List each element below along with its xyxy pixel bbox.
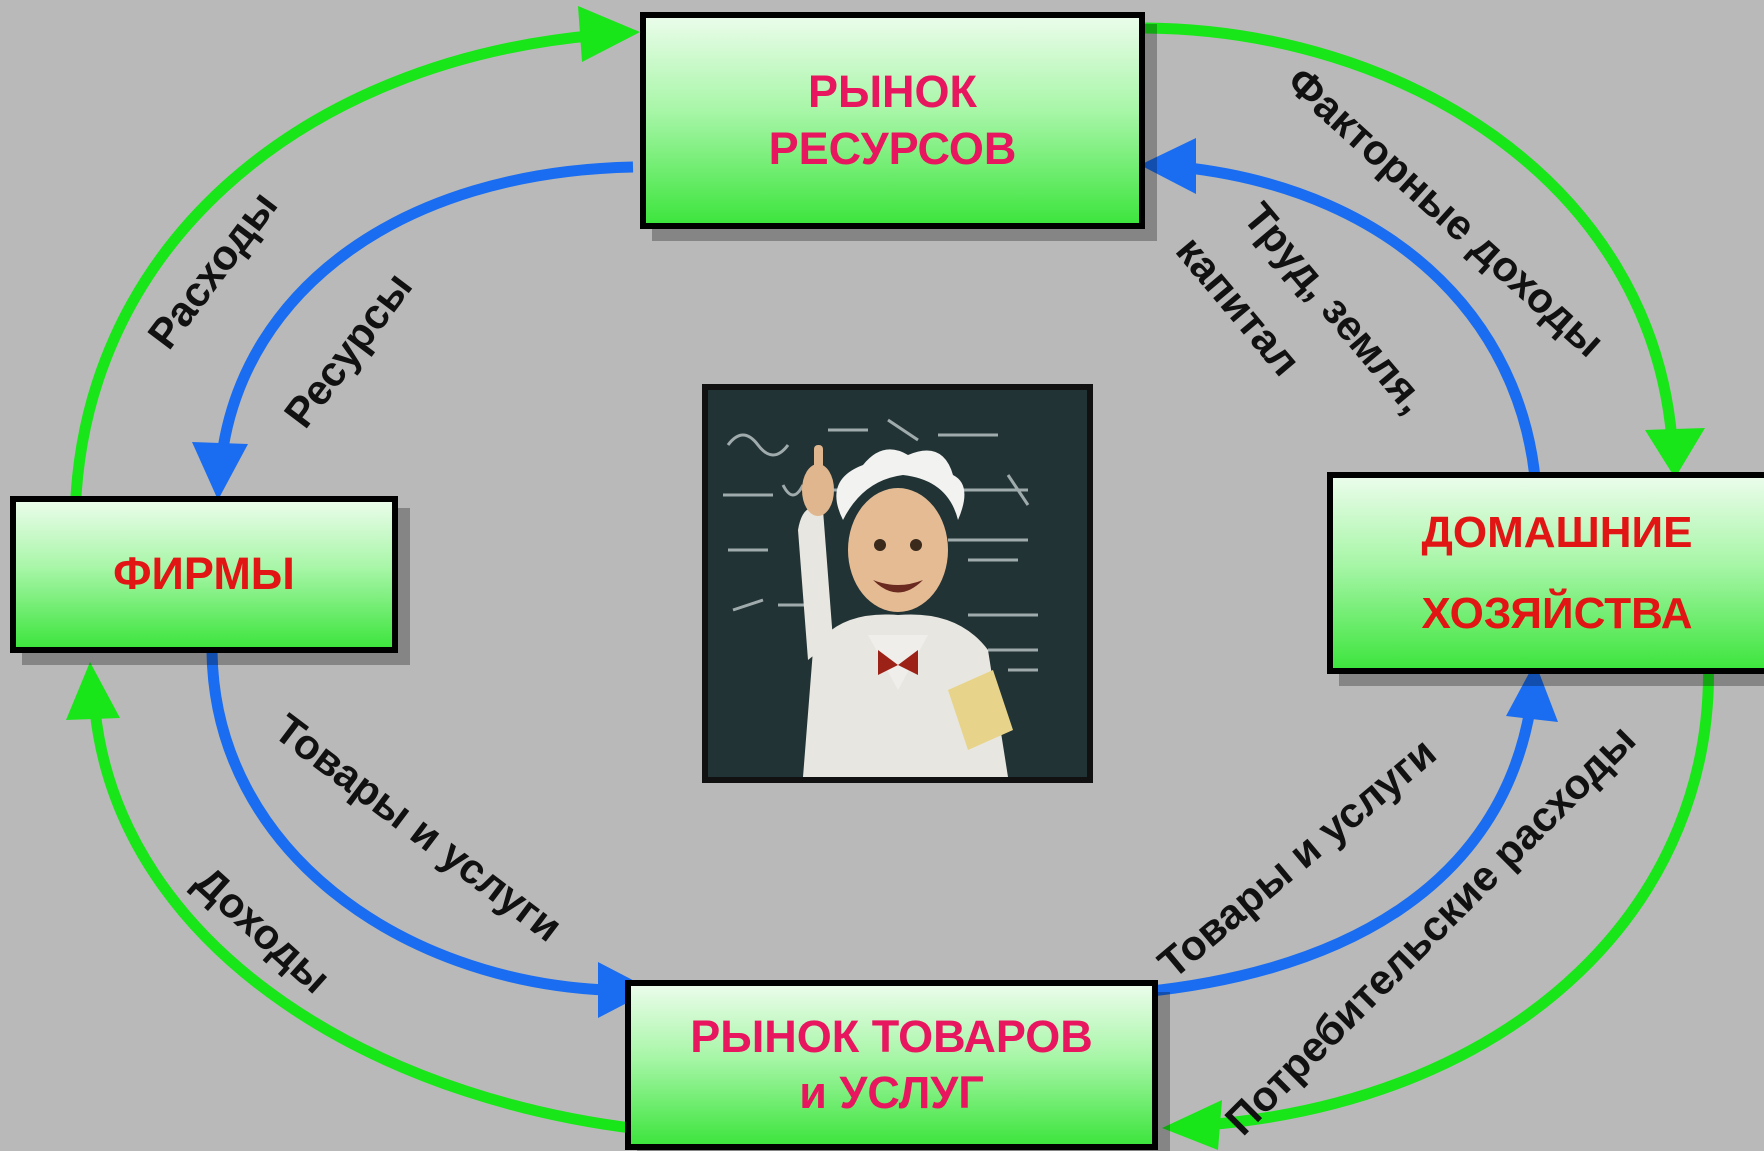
resource-market-box: РЫНОК РЕСУРСОВ <box>640 12 1145 229</box>
households-line2: ХОЗЯЙСТВА <box>1421 589 1693 638</box>
consumer-spending-arrowhead <box>1162 1100 1222 1150</box>
firms-label: ФИРМЫ <box>113 548 295 600</box>
professor-image <box>702 384 1093 783</box>
goods-services-right-arrowhead <box>1506 662 1558 722</box>
households-box: ДОМАШНИЕ ХОЗЯЙСТВА <box>1327 472 1764 674</box>
expenses-arrowhead <box>578 6 640 62</box>
consumer-spending-arrow <box>1204 651 1714 1131</box>
resource-market-line2: РЕСУРСОВ <box>768 122 1017 174</box>
income-arrowhead <box>66 662 120 720</box>
labor-land-capital-arrowhead <box>1140 138 1196 194</box>
labor-land-capital-arrow <box>1179 161 1543 513</box>
income-arrow <box>89 709 681 1139</box>
goods-market-line2: и УСЛУГ <box>799 1067 984 1118</box>
firms-box: ФИРМЫ <box>10 496 398 653</box>
goods-market-line1: РЫНОК ТОВАРОВ <box>690 1010 1093 1062</box>
goods-services-left-arrow <box>206 651 606 996</box>
goods-services-right-arrow <box>1104 709 1536 1001</box>
households-line1: ДОМАШНИЕ <box>1421 507 1693 557</box>
resources-arrow <box>216 161 634 456</box>
factor-income-arrow <box>1144 22 1678 441</box>
expenses-arrow <box>69 29 601 529</box>
resources-arrowhead <box>192 442 248 500</box>
goods-market-box: РЫНОК ТОВАРОВ и УСЛУГ <box>625 980 1158 1150</box>
resource-market-line1: РЫНОК <box>807 66 978 118</box>
factor-income-arrowhead <box>1645 428 1705 478</box>
